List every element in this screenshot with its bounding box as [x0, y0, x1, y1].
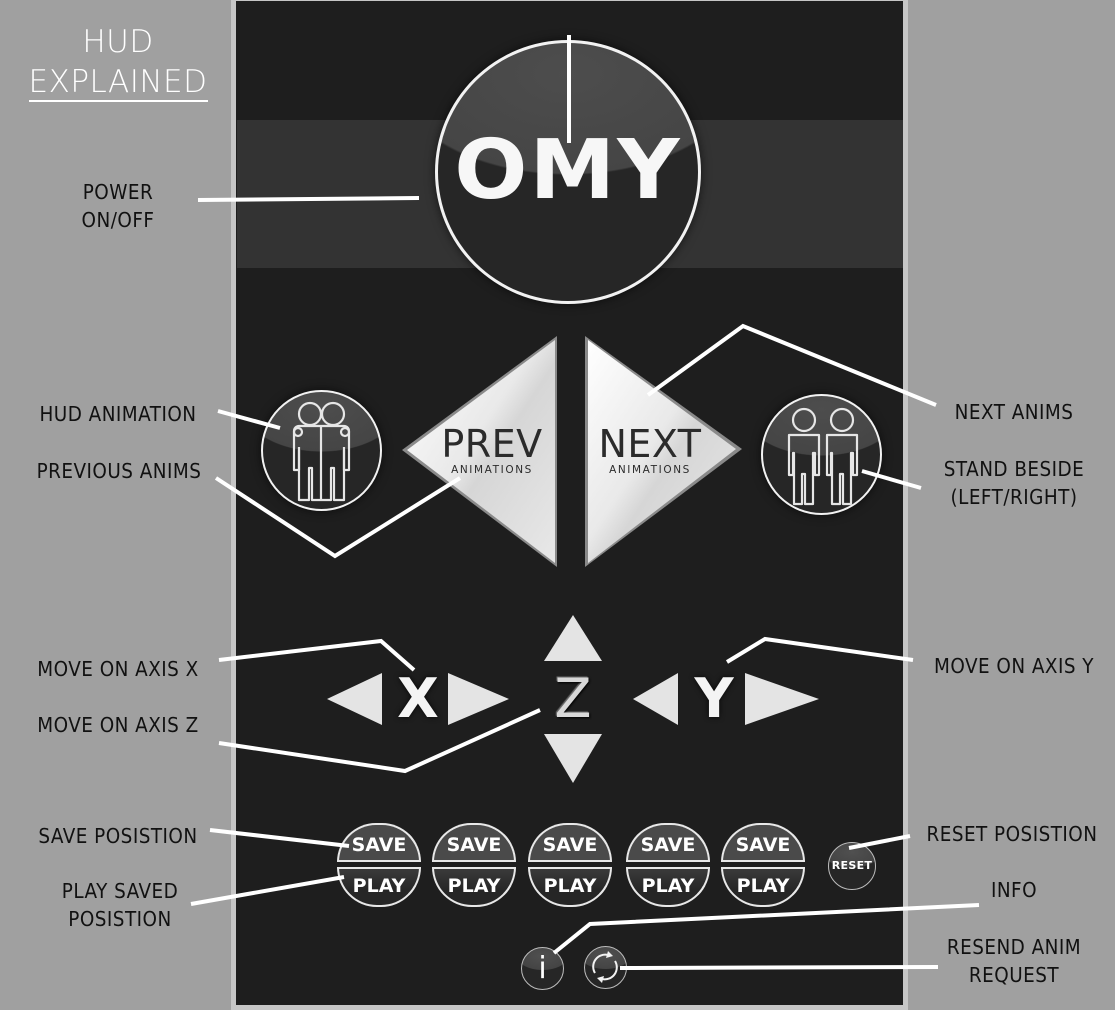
stand-beside-button[interactable] — [761, 394, 882, 515]
resend-anim-request-button[interactable] — [584, 946, 627, 989]
label-move-axis-y: MOVE ON AXIS Y — [933, 654, 1095, 678]
two-people-standing-icon — [787, 407, 859, 506]
power-button[interactable]: OMY — [435, 40, 701, 304]
position-slot-3: SAVE PLAY — [528, 823, 612, 907]
axis-x-label: X — [397, 667, 439, 730]
refresh-icon — [592, 951, 618, 983]
right-triangle-shape — [585, 336, 742, 567]
title-line-1: HUD — [82, 24, 154, 60]
prev-sublabel: ANIMATIONS — [451, 464, 533, 476]
prev-animations-button[interactable]: PREV ANIMATIONS — [400, 334, 560, 570]
play-button-5[interactable]: PLAY — [721, 867, 805, 907]
label-resend-anim-request: RESEND ANIM REQUEST — [936, 933, 1092, 989]
page-title: HUD EXPLAINED — [0, 22, 236, 102]
label-resend-line-2: REQUEST — [968, 963, 1060, 987]
omy-logo: OMY — [454, 123, 682, 218]
label-move-axis-x: MOVE ON AXIS X — [37, 657, 199, 681]
save-button-3[interactable]: SAVE — [528, 823, 612, 862]
label-stand-beside-line-2: (LEFT/RIGHT) — [950, 485, 1078, 509]
next-sublabel: ANIMATIONS — [609, 464, 691, 476]
move-x-right-arrow[interactable] — [447, 672, 510, 726]
label-reset-position: RESET POSISTION — [926, 822, 1098, 846]
axis-z-label: Z — [554, 667, 592, 730]
label-stand-beside: STAND BESIDE (LEFT/RIGHT) — [931, 455, 1097, 511]
next-animations-button[interactable]: NEXT ANIMATIONS — [583, 334, 745, 570]
next-label: NEXT — [598, 422, 702, 466]
label-play-saved-line-2: POSISTION — [68, 907, 172, 931]
play-button-3[interactable]: PLAY — [528, 867, 612, 907]
label-move-axis-z: MOVE ON AXIS Z — [37, 713, 199, 737]
play-button-2[interactable]: PLAY — [432, 867, 516, 907]
save-button-5[interactable]: SAVE — [721, 823, 805, 862]
info-button[interactable]: i — [521, 947, 564, 990]
label-previous-anims: PREVIOUS ANIMS — [36, 459, 202, 483]
label-play-saved-position: PLAY SAVED POSISTION — [46, 877, 193, 933]
label-resend-line-1: RESEND ANIM — [946, 935, 1082, 959]
label-save-position: SAVE POSISTION — [38, 824, 198, 848]
play-button-4[interactable]: PLAY — [626, 867, 710, 907]
label-hud-animation: HUD ANIMATION — [39, 402, 197, 426]
title-line-2: EXPLAINED — [28, 64, 208, 102]
move-x-left-arrow[interactable] — [326, 672, 384, 726]
reset-position-button[interactable]: RESET — [828, 842, 876, 890]
position-slot-5: SAVE PLAY — [721, 823, 805, 907]
move-z-down-arrow[interactable] — [543, 733, 603, 784]
move-y-left-arrow[interactable] — [632, 672, 680, 726]
position-slot-1: SAVE PLAY — [337, 823, 421, 907]
prev-label: PREV — [441, 422, 543, 466]
play-button-1[interactable]: PLAY — [337, 867, 421, 907]
two-people-hugging-icon — [292, 401, 351, 502]
save-button-2[interactable]: SAVE — [432, 823, 516, 862]
save-button-1[interactable]: SAVE — [337, 823, 421, 862]
label-stand-beside-line-1: STAND BESIDE — [943, 457, 1085, 481]
label-info: INFO — [990, 878, 1038, 902]
position-slot-2: SAVE PLAY — [432, 823, 516, 907]
save-button-4[interactable]: SAVE — [626, 823, 710, 862]
label-play-saved-line-1: PLAY SAVED — [61, 879, 179, 903]
position-slot-4: SAVE PLAY — [626, 823, 710, 907]
hud-animation-button[interactable] — [261, 390, 382, 511]
move-z-up-arrow[interactable] — [543, 614, 603, 662]
label-power-line-2: ON/OFF — [81, 208, 155, 232]
label-power: POWER ON/OFF — [63, 178, 173, 234]
label-power-line-1: POWER — [82, 180, 154, 204]
axis-y-label: Y — [694, 667, 734, 730]
label-next-anims: NEXT ANIMS — [954, 400, 1074, 424]
move-y-right-arrow[interactable] — [744, 672, 820, 726]
info-icon: i — [538, 951, 547, 986]
left-triangle-shape — [402, 336, 557, 567]
